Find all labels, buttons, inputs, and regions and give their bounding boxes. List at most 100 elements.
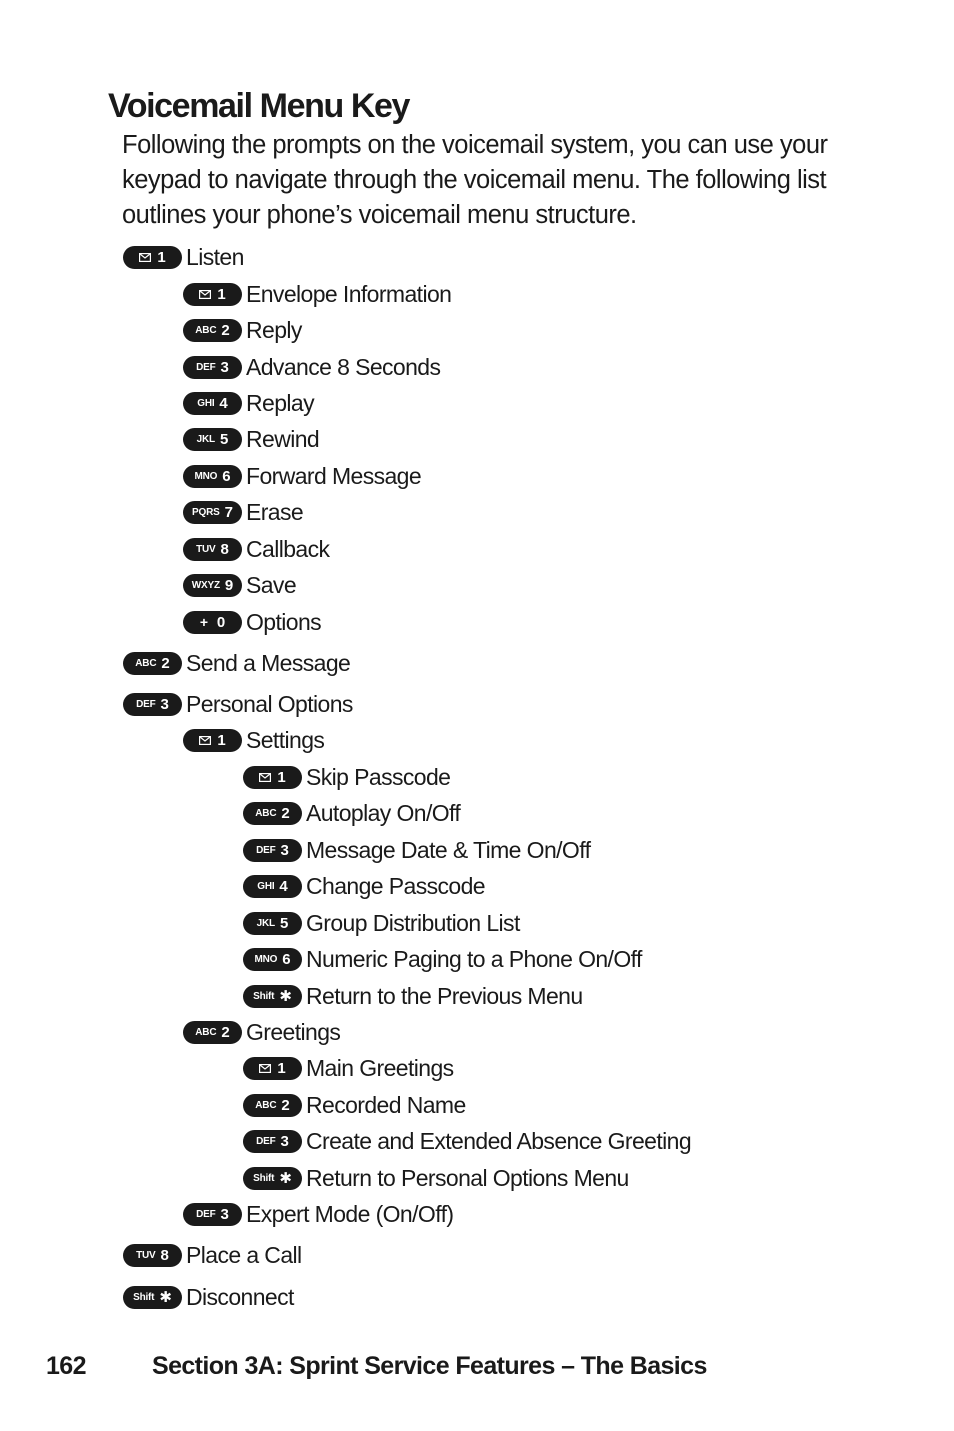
key-digit: 2: [221, 1023, 230, 1041]
key-letters: PQRS: [192, 506, 220, 518]
menu-item-label: Envelope Information: [246, 281, 452, 307]
menu-item: 1 Listen: [123, 244, 244, 270]
key-digit: 1: [217, 731, 226, 749]
keypad-key-badge: DEF 3: [243, 838, 302, 862]
key-digit: ✱: [279, 988, 292, 1005]
menu-item-label: Forward Message: [246, 463, 422, 489]
menu-item-label: Settings: [246, 727, 325, 753]
keypad-key-badge: MNO 6: [243, 947, 302, 971]
key-letters: DEF: [196, 361, 216, 373]
menu-item-label: Disconnect: [186, 1284, 294, 1310]
menu-item-label: Create and Extended Absence Greeting: [306, 1128, 692, 1154]
menu-item: ABC 2 Recorded Name: [243, 1092, 466, 1118]
key-digit: 9: [224, 576, 234, 594]
key-digit: 1: [277, 1059, 286, 1077]
menu-item-label: Listen: [186, 244, 244, 270]
menu-item-label: Group Distribution List: [306, 910, 520, 936]
key-letters: MNO: [254, 953, 278, 965]
menu-item: GHI 4 Replay: [183, 390, 315, 416]
key-letters: GHI: [257, 880, 275, 892]
keypad-key-badge: TUV 8: [123, 1243, 182, 1267]
key-digit: 3: [220, 358, 229, 376]
key-letters: TUV: [136, 1249, 156, 1261]
menu-item-label: Options: [246, 609, 322, 635]
intro-paragraph: Following the prompts on the voicemail s…: [122, 131, 828, 229]
menu-item: 1 Main Greetings: [243, 1055, 454, 1081]
keypad-key-badge: 1: [243, 765, 302, 789]
keypad-key-badge: Shift ✱: [243, 984, 302, 1008]
key-digit: 6: [282, 950, 291, 968]
key-letters: ABC: [135, 657, 157, 669]
menu-item-label: Greetings: [246, 1019, 341, 1045]
key-digit: 5: [219, 430, 229, 448]
menu-item-label: Callback: [246, 536, 330, 562]
keypad-key-badge: DEF 3: [183, 355, 242, 379]
menu-item-label: Autoplay On/Off: [306, 800, 461, 826]
menu-item: Shift✱Disconnect: [123, 1284, 294, 1310]
page-number: 162: [46, 1352, 87, 1380]
keypad-key-badge: Shift ✱: [243, 1166, 302, 1190]
key-letters: GHI: [197, 397, 215, 409]
menu-item-label: Change Passcode: [306, 873, 486, 899]
key-letters: ABC: [255, 807, 277, 819]
key-digit: 8: [220, 540, 229, 558]
menu-item: ABC 2 Send a Message: [123, 650, 351, 676]
envelope-icon: [199, 735, 212, 745]
keypad-key-badge: ABC 2: [123, 651, 182, 675]
key-letters: Shift: [253, 1172, 275, 1184]
keypad-key-badge: Shift✱: [123, 1285, 182, 1309]
key-digit: 3: [280, 841, 289, 859]
menu-item-label: Main Greetings: [306, 1055, 454, 1081]
key-letters: DEF: [256, 844, 276, 856]
menu-item-label: Rewind: [246, 426, 320, 452]
key-digit: 1: [157, 248, 166, 266]
key-letters: ABC: [255, 1099, 277, 1111]
key-digit: ✱: [279, 1170, 292, 1187]
keypad-key-badge: 1: [183, 282, 242, 306]
keypad-key-badge: 1: [183, 728, 242, 752]
menu-item-label: Replay: [246, 390, 315, 416]
key-letters: DEF: [256, 1135, 276, 1147]
menu-item-label: Send a Message: [186, 650, 351, 676]
key-digit: 2: [281, 804, 290, 822]
key-letters: JKL: [256, 917, 276, 929]
menu-item-label: Return to the Previous Menu: [306, 983, 583, 1009]
key-letters: Shift: [253, 990, 275, 1002]
menu-item-label: Skip Passcode: [306, 764, 451, 790]
keypad-key-badge: +0: [183, 610, 242, 634]
key-letters: Shift: [133, 1291, 155, 1303]
key-digit: 5: [279, 914, 289, 932]
key-digit: 4: [219, 394, 228, 412]
menu-item-label: Recorded Name: [306, 1092, 466, 1118]
key-digit: 0: [216, 613, 226, 631]
menu-item-label: Expert Mode (On/Off): [246, 1201, 454, 1227]
key-digit: 3: [160, 695, 169, 713]
key-digit: 2: [161, 654, 170, 672]
page-title: Voicemail Menu Key: [108, 87, 410, 125]
key-digit: 2: [281, 1096, 290, 1114]
key-digit: 8: [160, 1246, 169, 1264]
envelope-icon: [259, 772, 272, 782]
keypad-key-badge: ABC 2: [243, 1093, 302, 1117]
menu-item-label: Reply: [246, 317, 302, 343]
